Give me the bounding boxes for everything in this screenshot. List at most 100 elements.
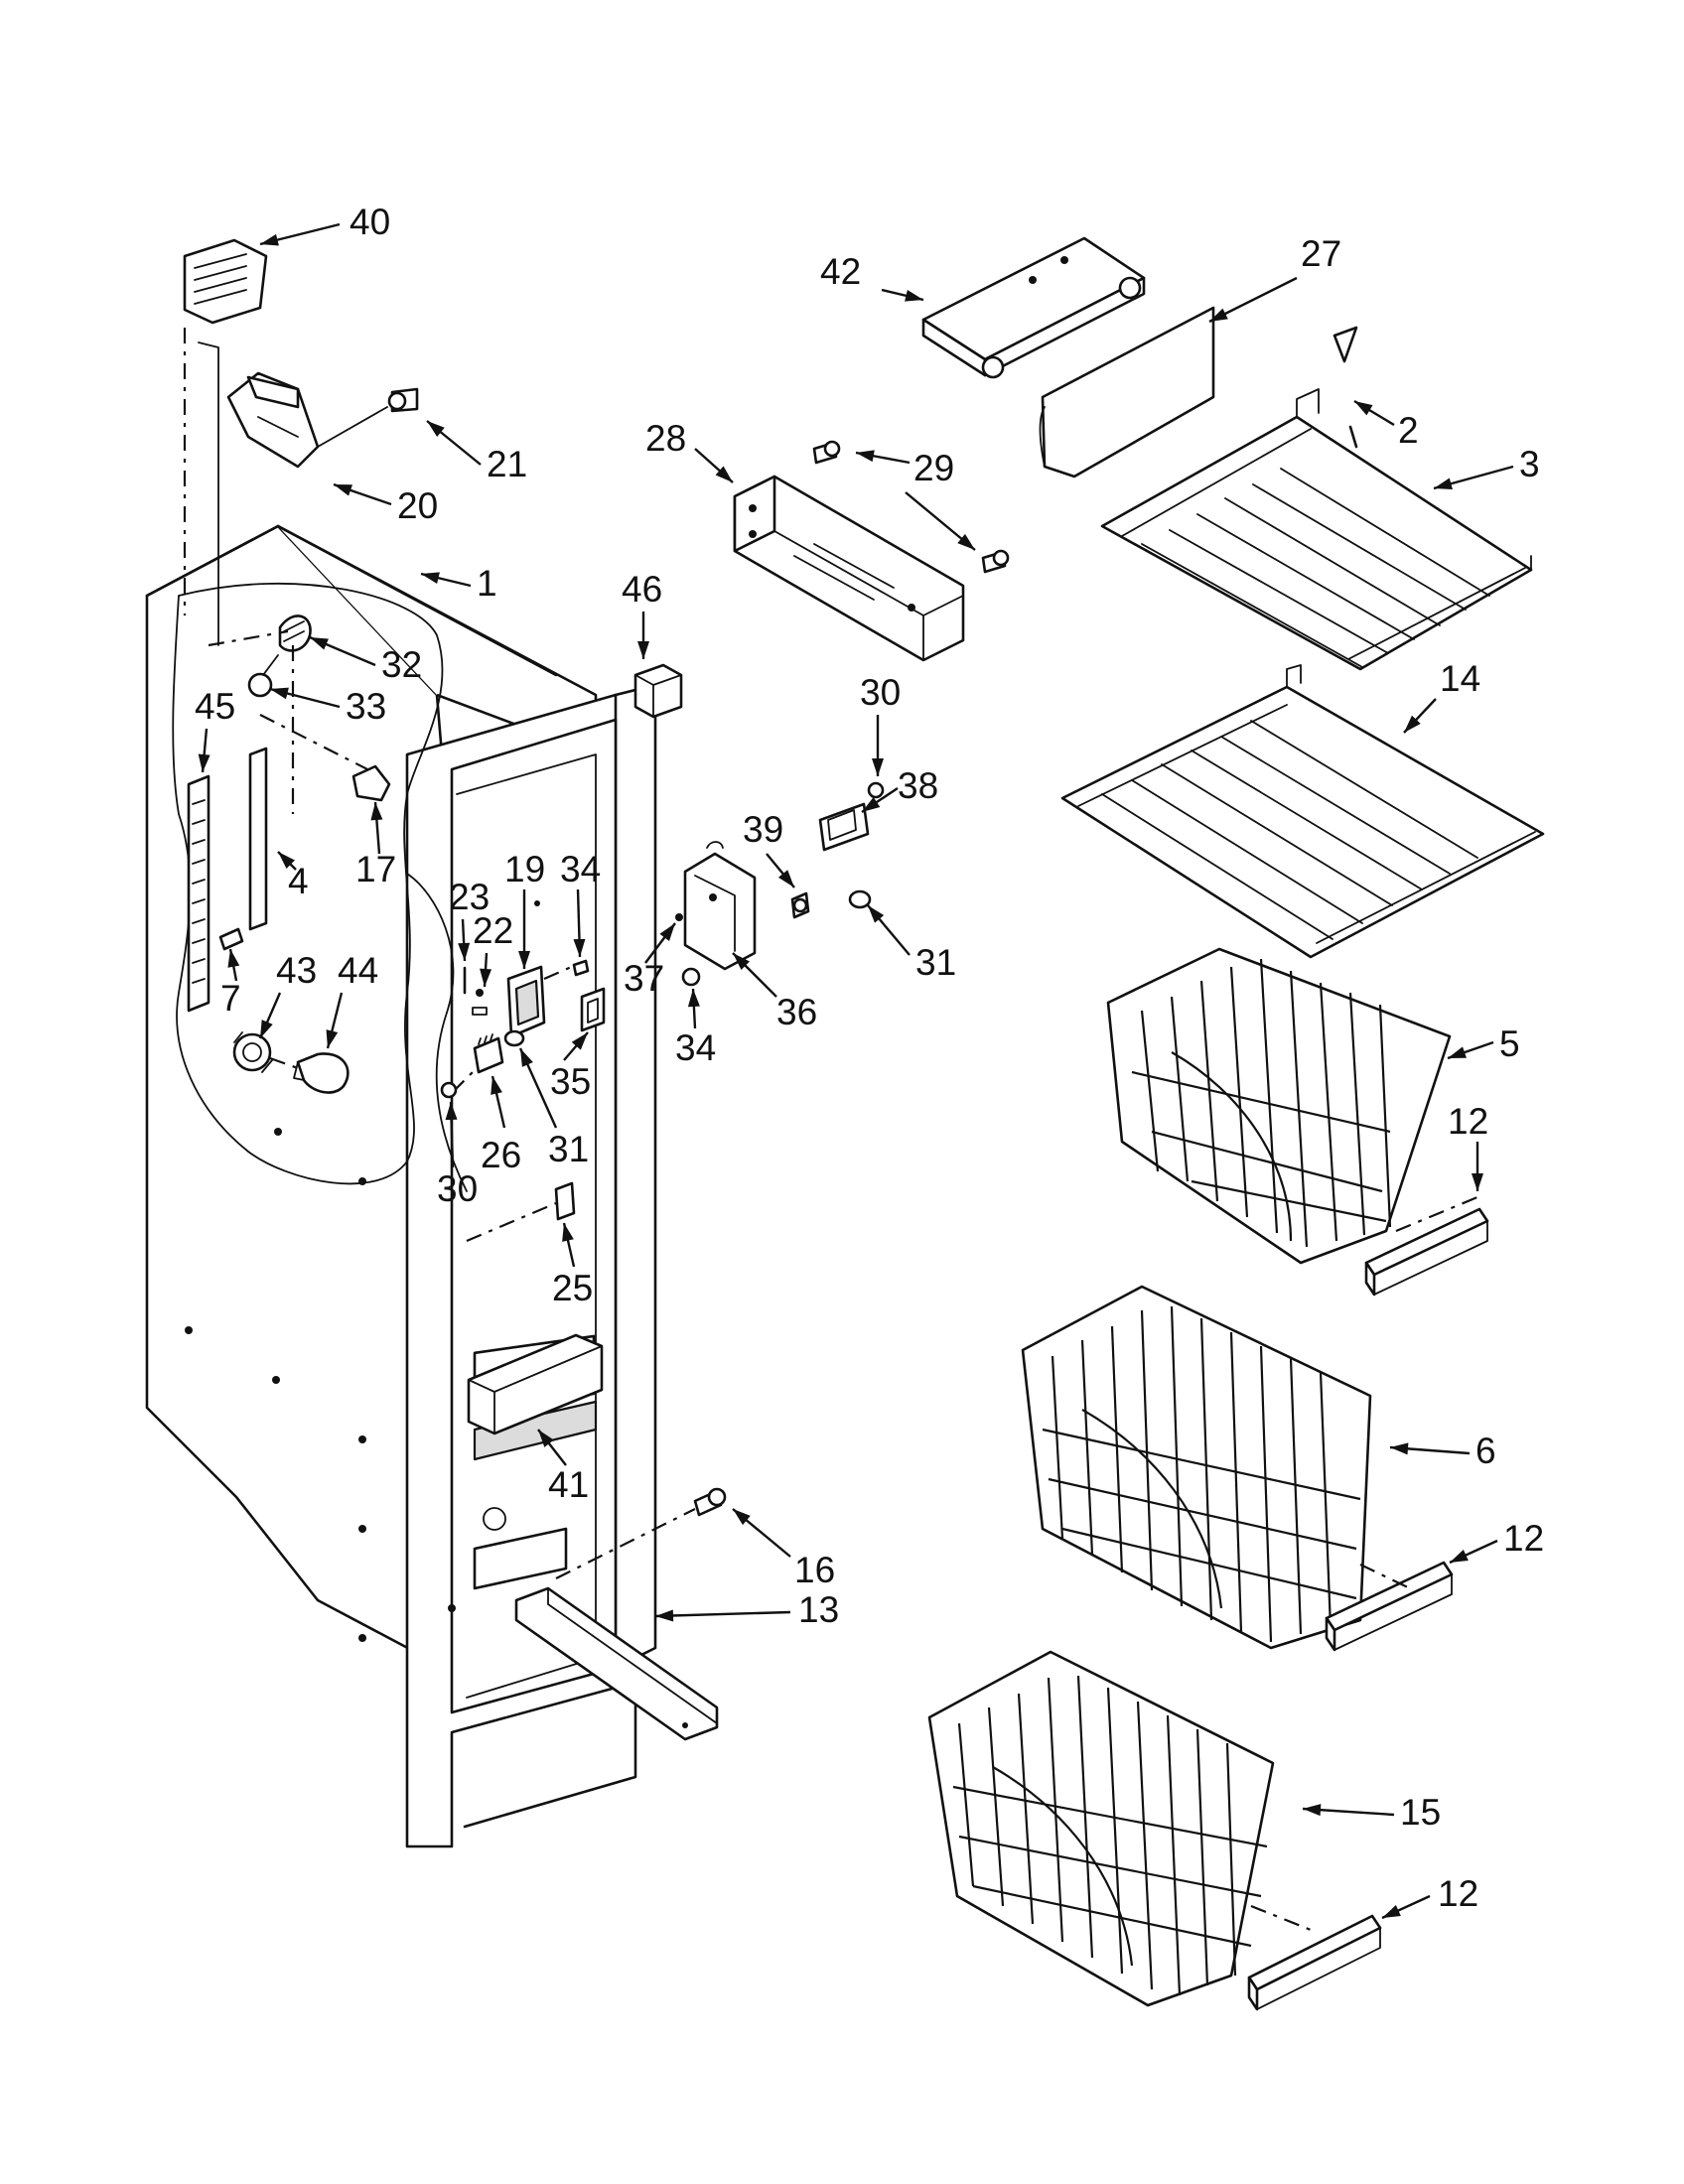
- callout-12c: 12: [1438, 1873, 1478, 1914]
- arrowhead: [278, 852, 295, 869]
- arrowhead: [421, 572, 440, 585]
- callout-29: 29: [913, 448, 954, 488]
- arrowhead: [1390, 1442, 1409, 1455]
- callout-12a: 12: [1448, 1101, 1488, 1142]
- callout-33: 33: [346, 686, 386, 727]
- part-36-cover: [683, 841, 757, 971]
- leader-arrows: [198, 222, 1514, 1920]
- part-21-screw: [317, 387, 419, 448]
- leader-line: [654, 1610, 791, 1618]
- callout-labels: 40 21 20 1 32 33 45 17 4 7 43 44 46 23 1…: [195, 202, 1544, 1914]
- arrowhead: [905, 289, 923, 302]
- callout-36: 36: [776, 992, 817, 1032]
- part-12-trim-c: [1247, 1904, 1382, 2011]
- part-5-basket: [1106, 947, 1452, 1265]
- arrowhead: [1303, 1804, 1322, 1817]
- arrowhead: [334, 484, 352, 496]
- part-12-trim-b: [1325, 1561, 1454, 1652]
- part-27-panel: [1039, 306, 1215, 478]
- callout-19: 19: [504, 849, 545, 889]
- part-43-socket: [232, 1031, 273, 1073]
- callout-34: 34: [560, 849, 601, 889]
- arrowhead: [655, 1609, 674, 1622]
- arrowhead: [868, 905, 885, 923]
- part-30-screw-a: [440, 1081, 458, 1099]
- arrowhead: [1354, 401, 1373, 416]
- arrowhead: [1448, 1046, 1467, 1058]
- callout-30b: 30: [860, 672, 901, 713]
- part-13-rail: [514, 1586, 719, 1741]
- callout-26: 26: [481, 1135, 521, 1175]
- arrowhead: [458, 942, 471, 961]
- part-3-shelf: [1100, 388, 1533, 671]
- arrowhead: [310, 637, 329, 650]
- part-34-screw-a: [572, 959, 590, 977]
- arrowhead: [427, 421, 445, 438]
- callout-41: 41: [548, 1464, 589, 1505]
- callout-39: 39: [743, 809, 783, 850]
- callout-21: 21: [487, 444, 527, 484]
- part-31-cylinder-a: [503, 1029, 525, 1047]
- callout-34b: 34: [675, 1027, 716, 1068]
- callout-31b: 31: [915, 942, 956, 983]
- arrowhead: [270, 687, 289, 700]
- callout-4: 4: [288, 861, 309, 901]
- part-14-shelf: [1060, 664, 1545, 959]
- callout-1: 1: [477, 563, 497, 604]
- callout-37: 37: [624, 958, 664, 999]
- arrowhead: [862, 797, 881, 812]
- arrowhead: [520, 1048, 533, 1067]
- callout-28: 28: [645, 418, 686, 459]
- arrowhead: [562, 1223, 574, 1242]
- callout-45: 45: [195, 686, 235, 727]
- part-16-screw: [555, 1487, 727, 1579]
- arrowhead: [872, 758, 884, 776]
- part-33-bulb: [247, 645, 295, 814]
- part-20-bracket: [198, 341, 320, 646]
- arrowhead: [538, 1430, 554, 1447]
- callout-20: 20: [397, 485, 438, 526]
- arrowhead: [326, 1029, 339, 1048]
- part-35-switch: [580, 987, 606, 1032]
- arrowhead: [957, 533, 975, 550]
- callout-32: 32: [381, 644, 422, 685]
- arrowhead: [571, 1032, 588, 1050]
- arrowhead: [370, 802, 383, 821]
- arrowhead: [687, 989, 700, 1008]
- callout-14: 14: [1440, 658, 1480, 699]
- part-2-clip: [1333, 326, 1358, 363]
- part-28-bracket: [733, 475, 965, 662]
- arrowhead: [733, 953, 750, 970]
- arrowhead: [637, 641, 649, 659]
- callout-12b: 12: [1503, 1518, 1544, 1559]
- callout-35: 35: [550, 1061, 591, 1102]
- callout-2: 2: [1398, 410, 1419, 451]
- part-41-cover: [467, 1333, 604, 1435]
- arrowhead: [491, 1076, 502, 1095]
- part-31-cylinder-b: [848, 889, 872, 909]
- part-45-shield: [187, 774, 210, 1013]
- callout-31: 31: [548, 1129, 589, 1169]
- arrowhead: [227, 949, 240, 968]
- part-34-screw-b: [681, 967, 701, 987]
- part-19-control: [506, 963, 577, 1038]
- part-44-bulb: [269, 1052, 350, 1094]
- arrowhead: [480, 968, 492, 987]
- arrowhead: [856, 450, 875, 463]
- callout-40: 40: [350, 202, 390, 242]
- part-15-basket: [927, 1650, 1275, 2007]
- arrowhead: [1450, 1550, 1469, 1563]
- part-25-switch: [466, 1181, 576, 1243]
- part-17-clip: [351, 764, 391, 802]
- part-40-cap: [183, 238, 268, 615]
- part-23-22-bits: [463, 900, 540, 1016]
- arrowhead: [445, 1102, 458, 1121]
- callout-5: 5: [1499, 1024, 1520, 1064]
- arrowhead: [1382, 1905, 1401, 1918]
- callout-17: 17: [355, 849, 396, 889]
- arrowhead: [1472, 1173, 1483, 1191]
- arrowhead: [1209, 308, 1228, 322]
- callout-27: 27: [1301, 233, 1341, 274]
- arrowhead: [260, 1020, 273, 1038]
